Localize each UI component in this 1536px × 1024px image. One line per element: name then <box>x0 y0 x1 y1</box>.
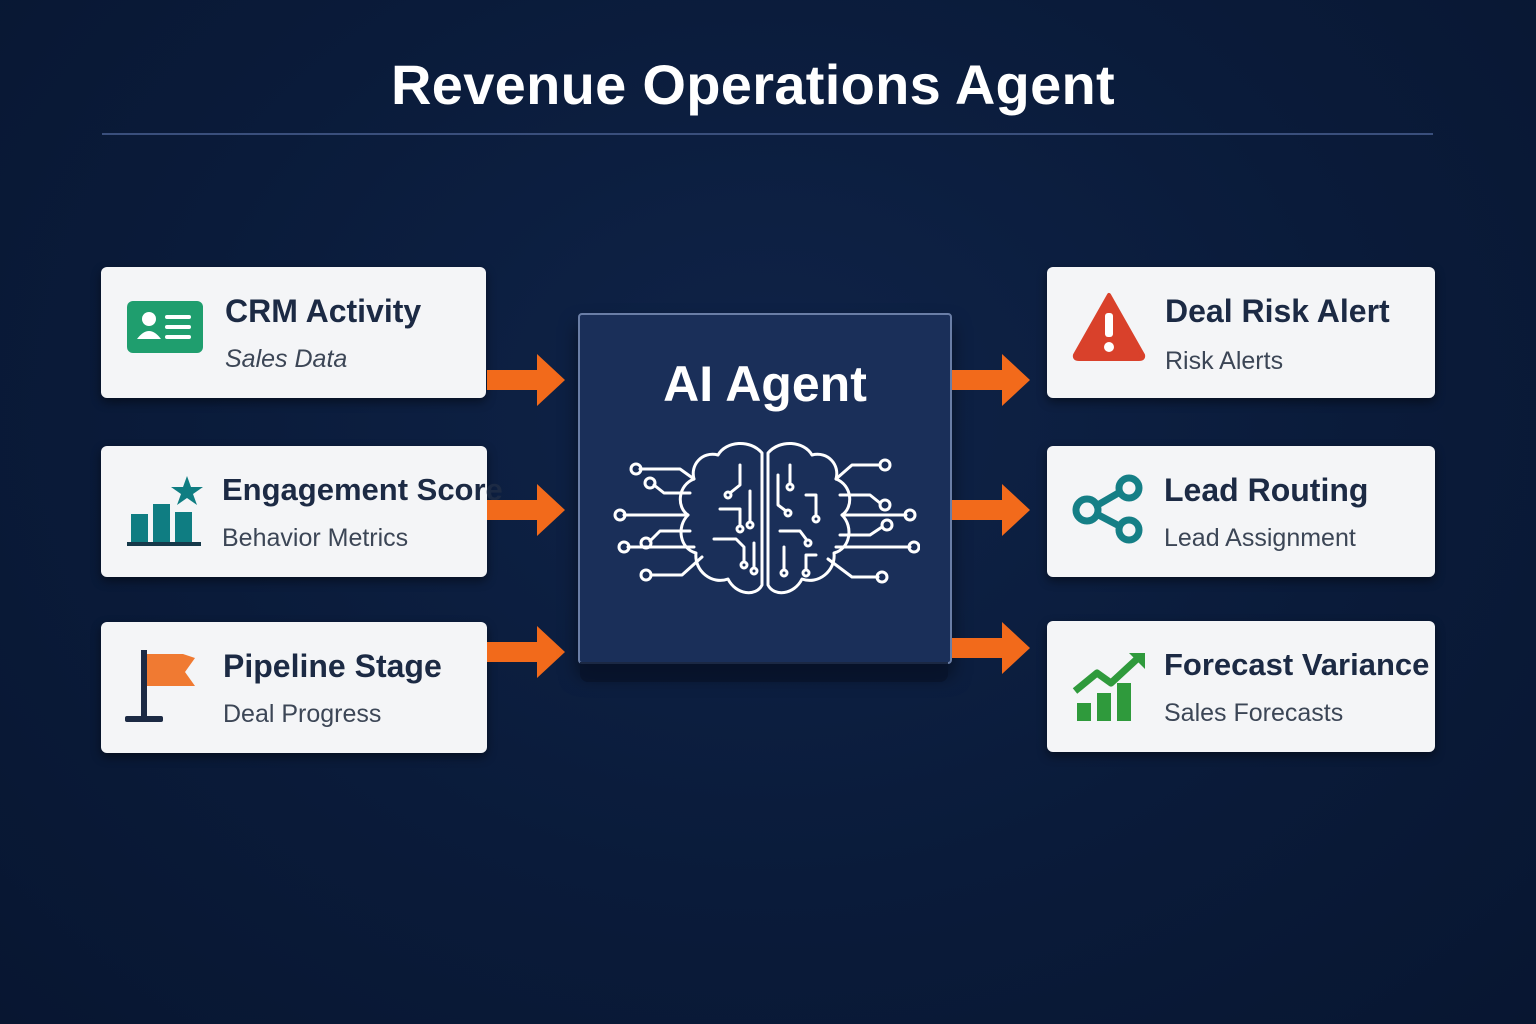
arrow-icon <box>952 622 1030 674</box>
output-card-forecast-variance: Forecast Variance Sales Forecasts <box>1047 621 1435 752</box>
input-subtitle: Behavior Metrics <box>222 524 409 552</box>
output-title: Lead Routing <box>1164 472 1369 508</box>
output-title: Forecast Variance <box>1164 647 1430 682</box>
output-subtitle: Sales Forecasts <box>1164 699 1344 727</box>
input-title: Engagement Score <box>222 472 503 507</box>
input-card-crm-activity: CRM Activity Sales Data <box>101 267 486 398</box>
title-divider <box>102 133 1433 135</box>
input-title: Pipeline Stage <box>223 648 442 684</box>
output-card-lead-routing: Lead Routing Lead Assignment <box>1047 446 1435 577</box>
output-card-deal-risk-alert: Deal Risk Alert Risk Alerts <box>1047 267 1435 398</box>
output-title: Deal Risk Alert <box>1165 293 1390 329</box>
input-subtitle: Sales Data <box>225 345 348 373</box>
arrow-icon <box>487 626 565 678</box>
agent-shadow <box>580 662 948 682</box>
input-card-engagement-score: Engagement Score Behavior Metrics <box>101 446 503 577</box>
growth-chart-icon <box>1072 653 1145 721</box>
arrow-icon <box>487 354 565 406</box>
arrow-icon <box>952 484 1030 536</box>
output-subtitle: Lead Assignment <box>1164 524 1356 552</box>
output-subtitle: Risk Alerts <box>1165 347 1284 375</box>
flag-icon <box>125 650 195 722</box>
arrow-icon <box>952 354 1030 406</box>
warning-triangle-icon <box>1072 293 1146 361</box>
agent-title: AI Agent <box>663 356 867 412</box>
brain-circuit-icon <box>613 442 920 595</box>
bar-chart-star-icon <box>127 476 203 546</box>
share-nodes-icon <box>1072 474 1143 544</box>
contact-card-icon <box>127 301 203 353</box>
input-title: CRM Activity <box>225 293 422 329</box>
page-title: Revenue Operations Agent <box>391 53 1115 116</box>
ai-agent-box: AI Agent <box>578 313 952 664</box>
input-card-pipeline-stage: Pipeline Stage Deal Progress <box>101 622 487 753</box>
input-subtitle: Deal Progress <box>223 700 382 728</box>
arrow-icon <box>487 484 565 536</box>
